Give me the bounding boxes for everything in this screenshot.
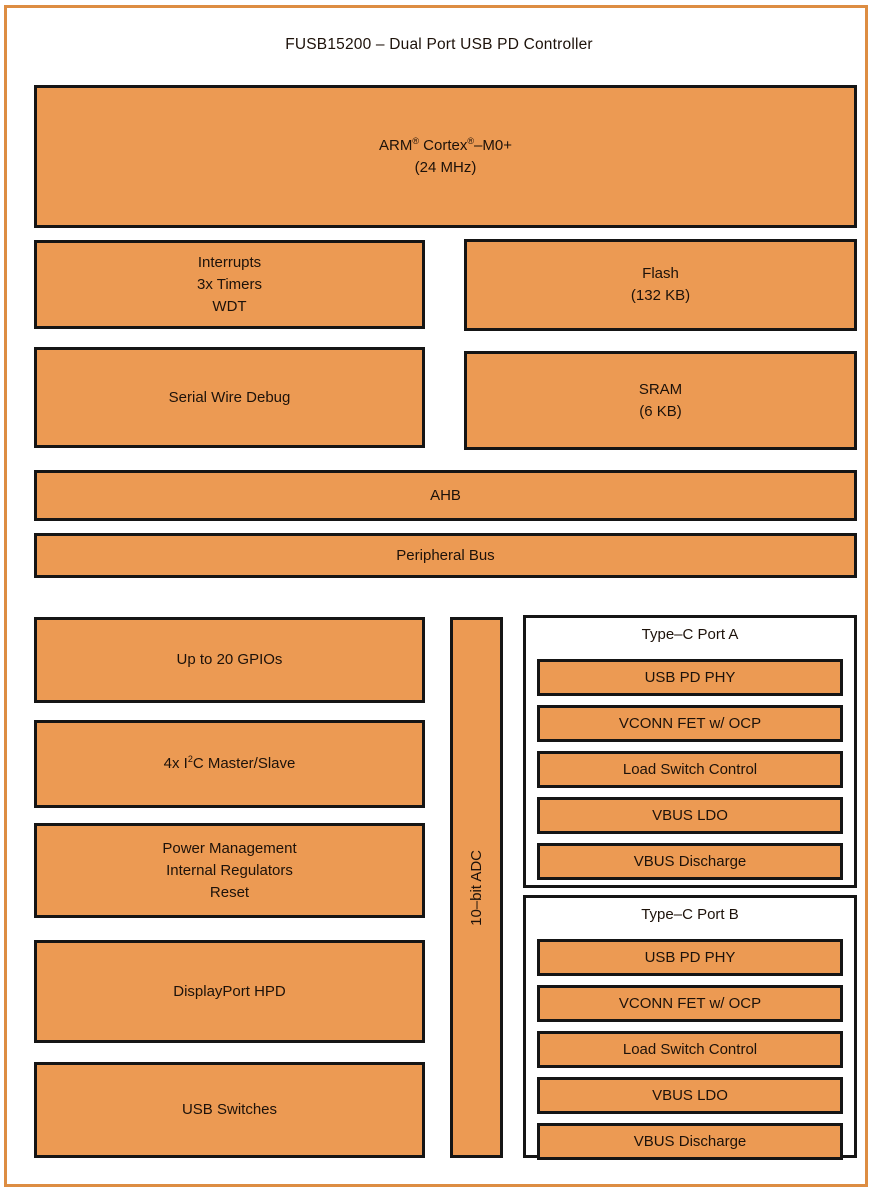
i2c-block: 4x I2C Master/Slave [34,720,425,808]
port-a-title: Type–C Port A [641,626,739,643]
adc-label: 10–bit ADC [467,849,485,926]
port-a-vconn-fet-block: VCONN FET w/ OCP [537,705,843,742]
superscript-2: 2 [187,754,193,764]
diagram-frame [4,5,868,1187]
port-b-vbus-ldo-block: VBUS LDO [537,1077,843,1114]
port-b-vbus-discharge-block: VBUS Discharge [537,1123,843,1160]
peripheral-bus-block: Peripheral Bus [34,533,857,578]
power-management-block: Power Management Internal Regulators Res… [34,823,425,918]
registered-mark: ® [412,135,420,146]
cpu-name: ARM® Cortex®–M0+ [379,135,512,154]
ahb-bus-block: AHB [34,470,857,521]
registered-mark: ® [467,135,475,146]
port-b-title: Type–C Port B [641,906,739,923]
type-c-port-b-container: Type–C Port B USB PD PHY VCONN FET w/ OC… [523,895,857,1160]
cpu-frequency: (24 MHz) [414,158,477,176]
displayport-hpd-block: DisplayPort HPD [34,940,425,1043]
usb-switches-block: USB Switches [34,1062,425,1158]
port-b-load-switch-control-block: Load Switch Control [537,1031,843,1068]
adc-block: 10–bit ADC [450,617,503,1158]
flash-block: Flash (132 KB) [464,239,857,331]
diagram-title: FUSB15200 – Dual Port USB PD Controller [285,36,593,53]
interrupts-timers-wdt-block: Interrupts 3x Timers WDT [34,240,425,329]
serial-wire-debug-block: Serial Wire Debug [34,347,425,448]
port-a-load-switch-control-block: Load Switch Control [537,751,843,788]
port-b-usb-pd-phy-block: USB PD PHY [537,939,843,976]
gpio-block: Up to 20 GPIOs [34,617,425,703]
type-c-port-a-container: Type–C Port A USB PD PHY VCONN FET w/ OC… [523,615,857,888]
sram-block: SRAM (6 KB) [464,351,857,450]
port-a-vbus-discharge-block: VBUS Discharge [537,843,843,880]
port-a-usb-pd-phy-block: USB PD PHY [537,659,843,696]
port-a-vbus-ldo-block: VBUS LDO [537,797,843,834]
cpu-block: ARM® Cortex®–M0+ (24 MHz) [34,85,857,228]
port-b-vconn-fet-block: VCONN FET w/ OCP [537,985,843,1022]
